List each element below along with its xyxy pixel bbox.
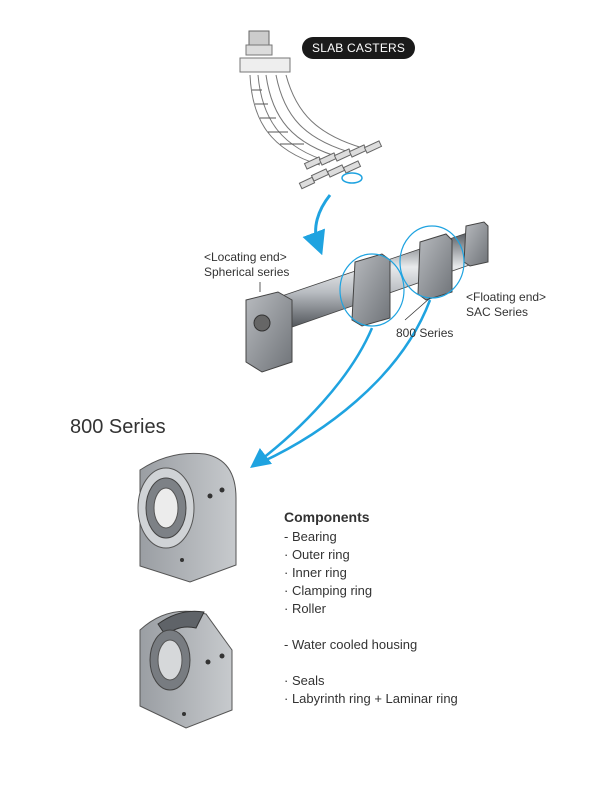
section-title: 800 Series	[70, 416, 166, 438]
housing-assembled	[137, 452, 237, 583]
floating-end-label: <Floating end>	[466, 290, 547, 304]
component-item: - Bearing	[284, 529, 337, 544]
slab-caster-illustration	[239, 30, 383, 190]
component-item: · Inner ring	[284, 565, 347, 580]
arrow-to-roll	[302, 194, 332, 256]
housing-cutaway	[139, 610, 233, 729]
component-item: · Clamping ring	[284, 583, 373, 598]
spherical-series-label: Spherical series	[204, 265, 290, 279]
sac-series-label: SAC Series	[466, 305, 529, 319]
component-item: · Seals	[284, 673, 325, 688]
800-series-callout: 800 Series	[396, 326, 454, 340]
arrow-to-detail-1	[250, 327, 374, 469]
components-title: Components	[284, 509, 370, 525]
arrow-to-detail-2	[261, 299, 432, 464]
component-item: · Labyrinth ring + Laminar ring	[284, 691, 458, 706]
components-list: Components - Bearing · Outer ring · Inne…	[284, 508, 458, 708]
component-item: · Roller	[284, 601, 326, 616]
locating-end-label: <Locating end>	[204, 250, 287, 264]
component-item: - Water cooled housing	[284, 637, 418, 652]
slab-casters-badge: SLAB CASTERS	[302, 37, 416, 59]
roll-assembly	[245, 221, 489, 373]
component-item: · Outer ring	[284, 547, 350, 562]
